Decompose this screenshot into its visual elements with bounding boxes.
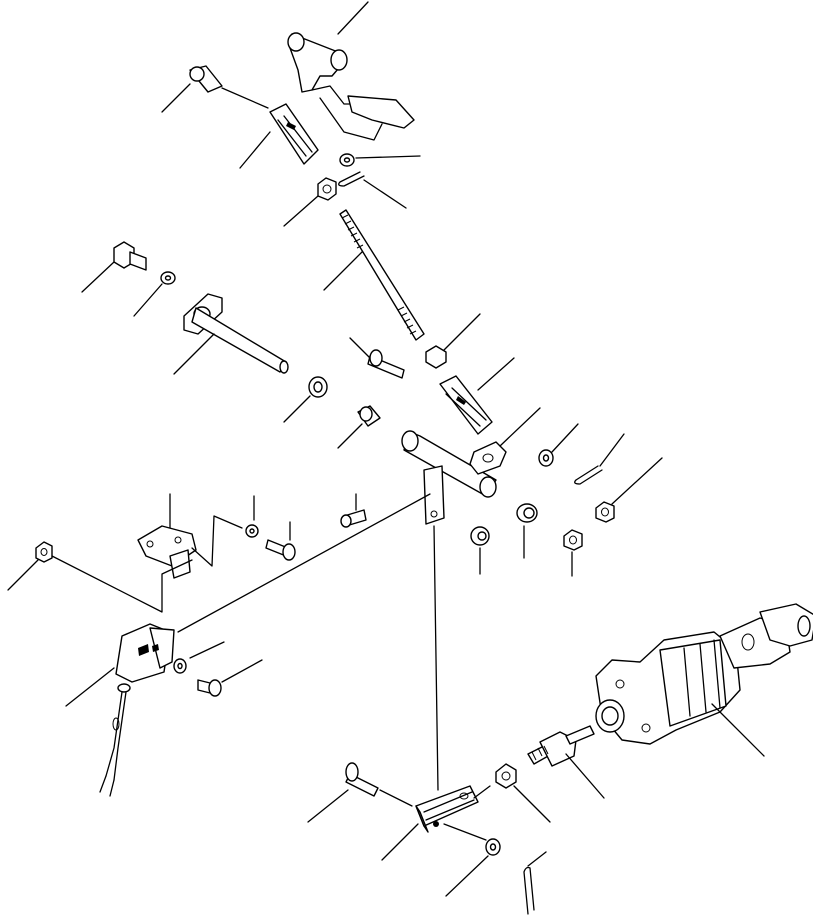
nut-right (595, 457, 663, 523)
brake-pedal (287, 1, 415, 141)
nut-far-left (7, 541, 53, 591)
nut-lower-right (563, 529, 583, 577)
pivot-shaft (173, 293, 289, 375)
pedal-bolt (161, 65, 269, 113)
bushing-left (283, 376, 328, 423)
nut-mid (425, 313, 481, 369)
leader-line-vertical (433, 525, 439, 791)
nut-adjuster (495, 763, 551, 823)
threaded-rod (323, 209, 425, 341)
switch-bracket (137, 493, 243, 579)
bottom-washer (443, 823, 501, 897)
nut-top (283, 177, 337, 227)
master-cylinder (595, 603, 813, 757)
bottom-cotter-pin (523, 851, 547, 915)
clevis-pin-center (349, 337, 405, 379)
bottom-pin (307, 762, 413, 823)
rod-clevis-mid (439, 357, 515, 435)
washer-top (339, 153, 421, 167)
leader-line-left (51, 555, 193, 613)
switch-washer (173, 641, 225, 674)
pushrod-adjuster (527, 725, 605, 799)
spacer-mid (516, 503, 538, 559)
bushing-lower (470, 526, 490, 575)
brake-switch (65, 623, 175, 797)
bottom-clevis (381, 785, 491, 861)
cotter-pin-right (574, 433, 625, 485)
leader-line-switch (177, 493, 431, 633)
small-bolt-mid (340, 493, 367, 528)
washer-left (133, 271, 176, 317)
pedal-clevis (239, 103, 319, 169)
cotter-pin-top (338, 171, 407, 209)
lever-shaft (401, 407, 541, 525)
bushing-center (337, 405, 381, 449)
hex-bolt-left (81, 241, 147, 293)
washer-right (538, 423, 579, 467)
switch-screw (197, 659, 263, 697)
bolt-bracket (265, 521, 296, 561)
washer-bracket (245, 495, 259, 538)
